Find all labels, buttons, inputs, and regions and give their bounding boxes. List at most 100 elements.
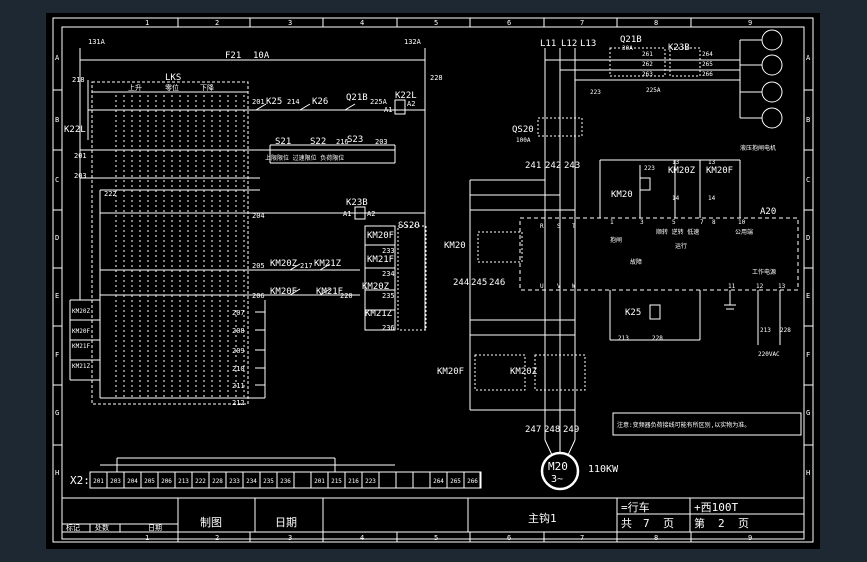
label-201: 201 [74,152,87,160]
inv-wire-228: 228 [652,335,663,342]
terminal-number: 203 [110,478,121,485]
phase-l12: L12 [561,39,577,49]
km21f-contact: KM21F [316,287,343,297]
inv-u: U [540,283,544,290]
wire-248: 248 [544,425,560,435]
tb-drawn: 制图 [200,516,222,529]
inv-inputs: 顺转 逆转 低速 [656,228,699,236]
k25-contact: K25 [266,97,282,107]
lks-up: 上升 [128,83,142,92]
s21-switch: S21 [275,137,291,147]
col-3-bottom: 3 [288,534,292,542]
inv-wire-228b: 228 [780,327,791,334]
inv-t7: 7 [700,219,704,226]
terminal-number: 222 [195,478,206,485]
terminal-number: 223 [365,478,376,485]
k23b-label: K23B [668,43,690,53]
col-7: 7 [580,19,584,27]
relay-coil-block [364,225,396,331]
tb-page-num: 2 [718,517,725,530]
row-a: A [55,54,60,62]
wire-223-power: 223 [590,89,601,96]
qs20-switch [537,117,583,137]
phase-l13: L13 [580,39,596,49]
row-e: E [55,292,59,300]
left-km20f: KM20F [72,328,90,335]
inv-t5: 5 [672,219,676,226]
col-2-bottom: 2 [215,534,219,542]
tb-page-unit: 页 [663,517,674,530]
km20z-label: KM20Z [510,367,538,377]
label-132a: 132A [404,38,422,46]
tb-equipment: =行车 [621,500,650,514]
terminal-number: 205 [144,478,155,485]
inv-t12: 12 [756,283,764,290]
label-225a: 225A [370,98,388,106]
row-g: G [55,409,59,417]
inv-w: W [572,283,576,290]
col-1-bottom: 1 [145,534,149,542]
row-b-right: B [806,116,810,124]
label-201b: 201 [252,98,265,106]
label-a2: A2 [407,100,415,108]
row-d: D [55,234,59,242]
motor-phase: 3~ [551,474,563,485]
label-234: 234 [382,270,395,278]
tb-date: 日期 [275,516,297,529]
inv-common: 公用端 [735,228,753,236]
terminal-number: 236 [280,478,291,485]
inv-n14a: 14 [672,195,680,202]
wire-247: 247 [525,425,541,435]
col-3: 3 [288,19,292,27]
limit-switch-label: 上限限位 过速限位 负荷限位 [265,154,344,162]
s22-switch: S22 [310,137,326,147]
label-205: 205 [252,262,265,270]
row-a-right: A [806,54,811,62]
label-220: 220 [340,292,353,300]
lks-label: LKS [165,73,181,83]
inv-n14b: 14 [708,195,716,202]
km20f-contactor [474,354,526,391]
terminal-number: 266 [467,478,478,485]
outer-border [52,17,814,543]
km20z-coil: KM20Z [362,282,390,292]
tb-mark: 标记 [66,523,80,532]
inv-wire-213b: 213 [760,327,771,334]
inv-fault: 故障 [630,258,642,266]
label-236: 236 [382,324,395,332]
km20z-contactor [534,354,586,391]
label-211: 211 [232,382,245,390]
phase-l11: L11 [540,39,556,49]
row-f-right: F [806,351,810,359]
k22l-contact: K22L [64,125,86,135]
wire-243: 243 [564,161,580,171]
terminal-number: 215 [331,478,342,485]
wire-249: 249 [563,425,579,435]
drawing-area [46,13,820,549]
km21z-contact: KM21Z [314,259,342,269]
lks-master-switch [91,81,249,405]
terminal-number: 204 [127,478,138,485]
inv-k25: K25 [625,308,641,318]
wire-245: 245 [471,278,487,288]
label-222: 222 [104,190,117,198]
terminal-number: 216 [348,478,359,485]
inv-n13a: 13 [672,159,680,166]
wire-225a-power: 225A [646,87,661,94]
fuse-rating: 10A [253,51,270,61]
tb-total-pages: 7 [643,517,650,530]
label-a1: A1 [384,106,392,114]
label-214: 214 [287,98,300,106]
terminal-strip-label: X2: [70,474,90,487]
terminal-number: 206 [161,478,172,485]
inv-t8: 8 [712,219,716,226]
label-203b: 203 [375,138,388,146]
label-131a: 131A [88,38,106,46]
left-km21f: KM21F [72,343,90,350]
col-4-bottom: 4 [360,534,364,542]
wire-242: 242 [545,161,561,171]
inv-power-supply: 工作电源 [752,268,776,276]
col-8: 8 [654,19,658,27]
col-5: 5 [434,19,438,27]
